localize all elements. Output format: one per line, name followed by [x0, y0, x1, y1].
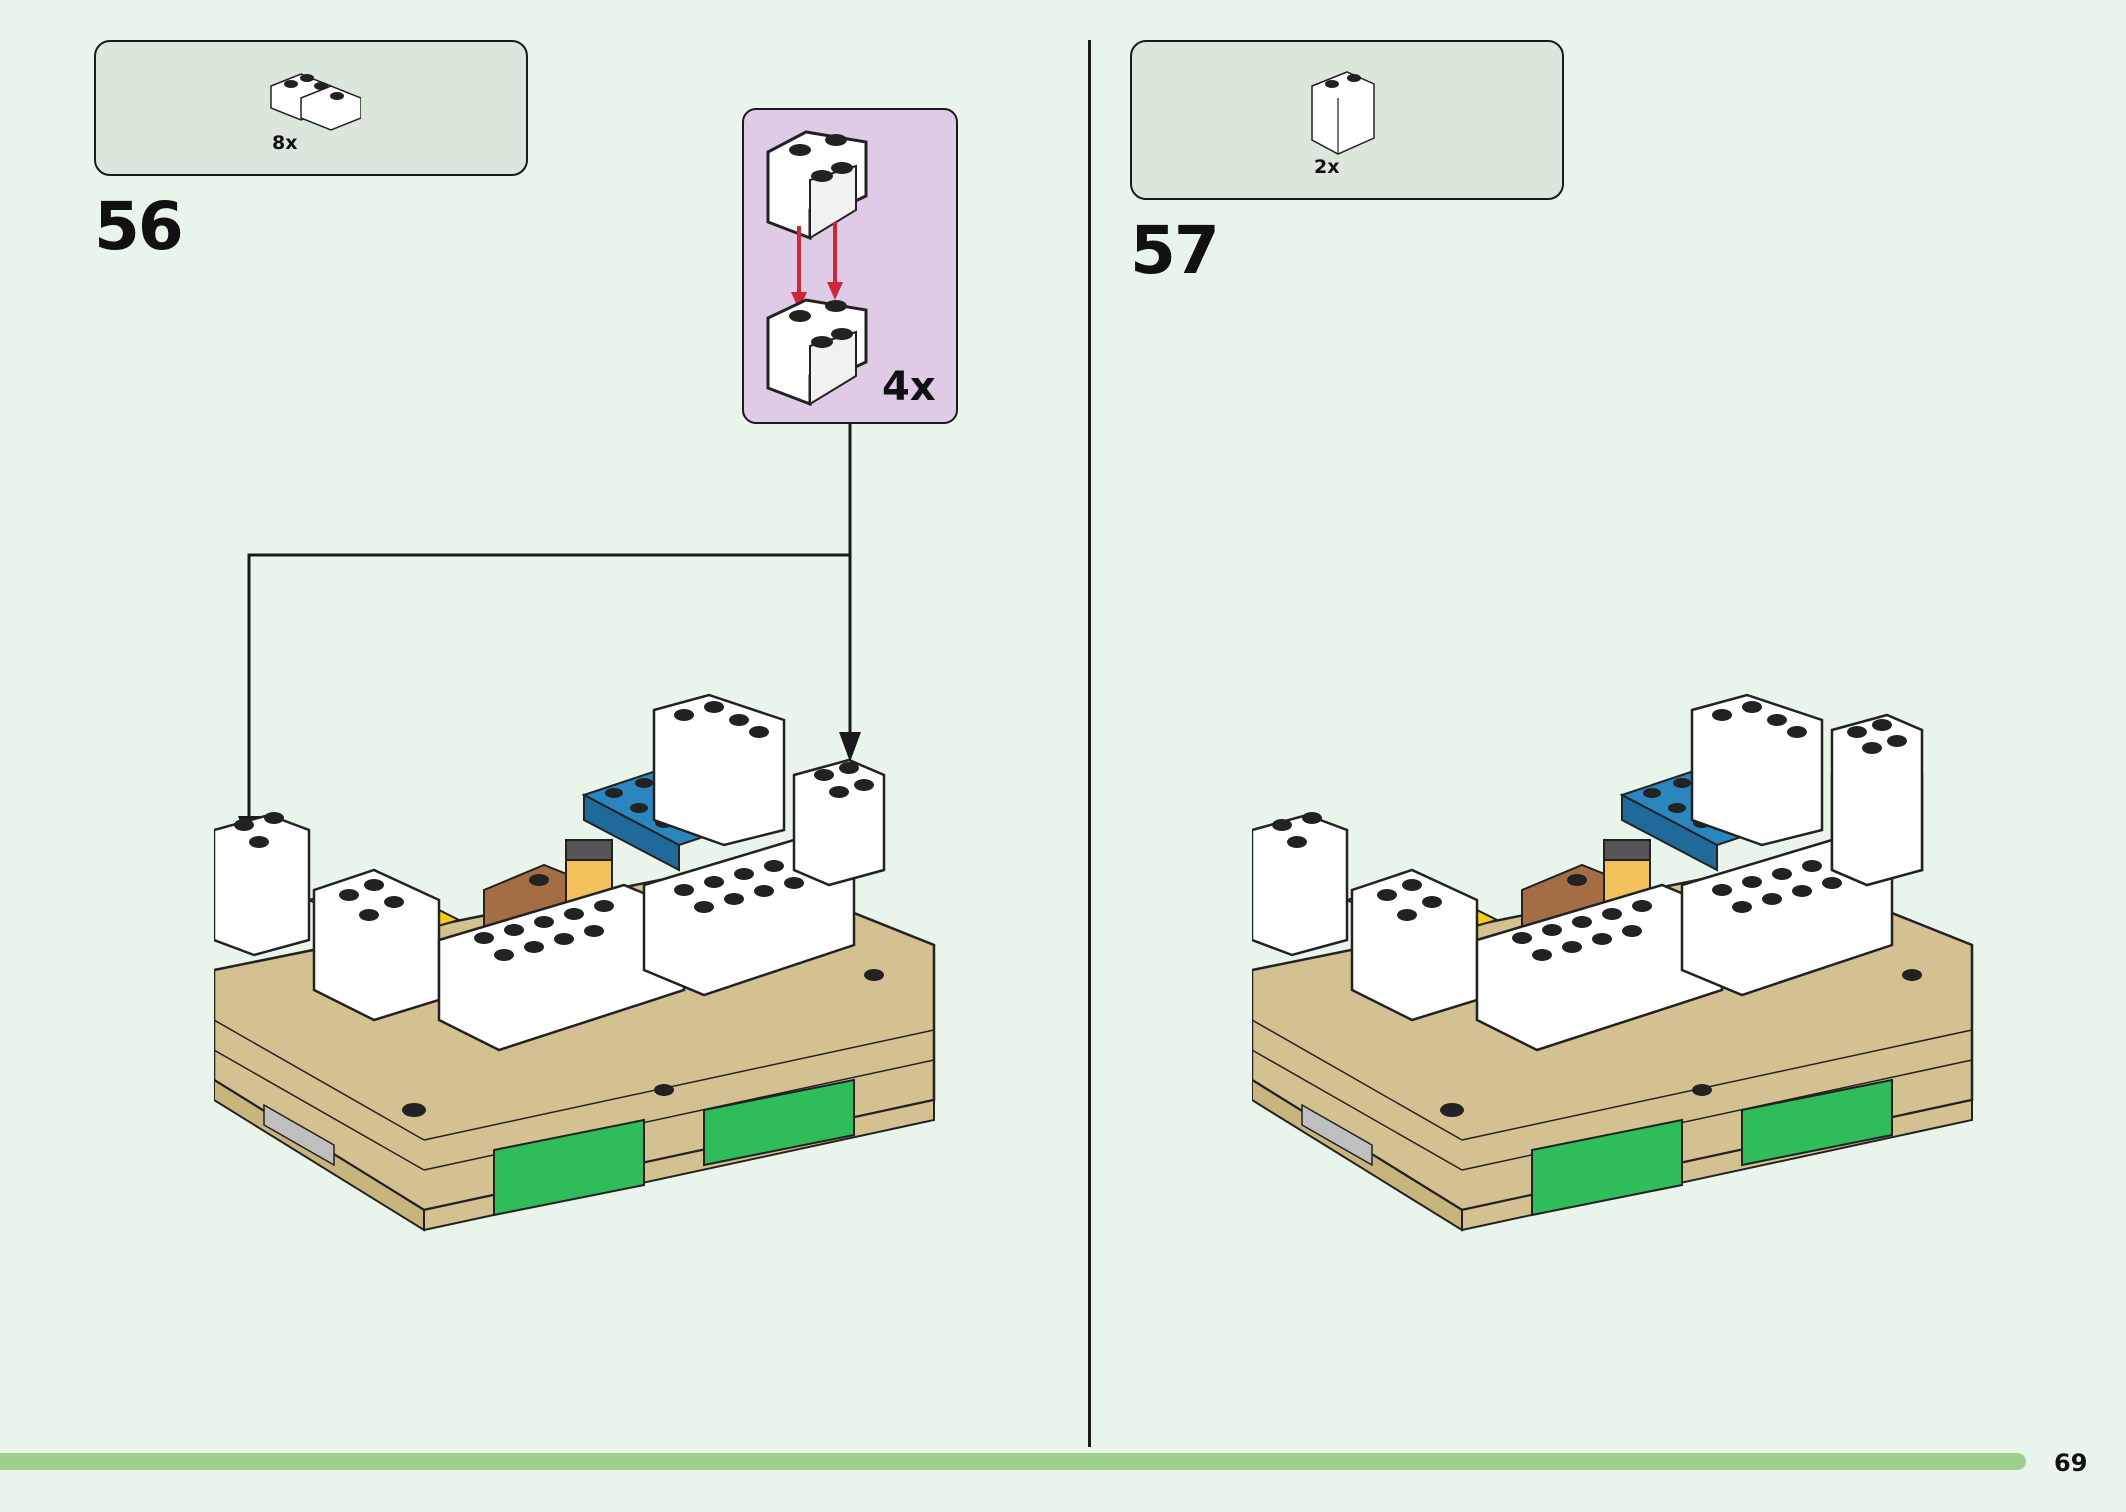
parts-quantity: 8x: [272, 132, 298, 154]
arrow-head-right: [839, 732, 861, 762]
corner-brick-top: [766, 130, 868, 241]
red-arrows: [791, 222, 843, 310]
page-divider: [1088, 40, 1091, 1447]
step-57-parts-box: 2x: [1130, 40, 1564, 200]
subassembly-quantity: 4x: [882, 364, 936, 410]
corner-brick-bottom: [766, 298, 868, 407]
page-number: 69: [2054, 1449, 2088, 1477]
model-step-56: [214, 693, 936, 1232]
white-corner-brick-icon: [270, 73, 361, 131]
parts-quantity: 2x: [1314, 156, 1340, 178]
step-56-parts-box: 8x: [94, 40, 528, 176]
step-number: 57: [1130, 212, 1220, 289]
white-brick-tall-icon: [1311, 71, 1375, 155]
step-number: 56: [94, 188, 184, 265]
model-step-57: [1252, 693, 1974, 1232]
bottom-progress-bar: [0, 1453, 2026, 1470]
